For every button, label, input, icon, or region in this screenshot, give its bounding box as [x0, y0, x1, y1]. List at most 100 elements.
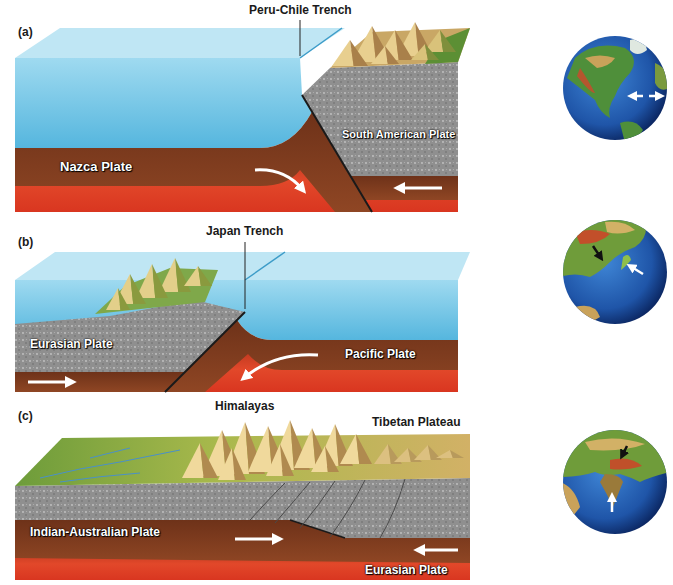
ocean-water	[15, 58, 312, 148]
motion-arrow	[630, 266, 643, 274]
plateau-face	[450, 450, 464, 458]
mountain-face	[425, 44, 439, 60]
plate-label: Eurasian Plate	[365, 564, 448, 577]
motion-arrow	[593, 246, 601, 258]
continent	[570, 306, 600, 323]
panel-letter: (b)	[18, 236, 33, 249]
ice-cap	[630, 39, 647, 54]
continental-crust	[15, 300, 245, 372]
mountain-face	[440, 30, 456, 52]
mountain-face	[311, 446, 328, 472]
mountain-range	[106, 258, 212, 310]
continental-lithosphere	[350, 176, 458, 200]
land-surface	[330, 28, 470, 68]
mountain-face	[200, 443, 218, 478]
mountain-face	[411, 44, 428, 60]
panel-letter: (a)	[18, 26, 33, 39]
mountain-face	[218, 448, 235, 480]
continent-tint	[605, 222, 635, 234]
mountain-face	[280, 444, 294, 476]
oceanic-plate	[15, 112, 372, 212]
motion-arrow	[244, 355, 318, 378]
plate-boundary	[302, 95, 372, 212]
plateau-face	[394, 448, 411, 462]
trench-groove	[245, 252, 285, 280]
mountain-tint	[577, 68, 595, 93]
trench-label: Japan Trench	[206, 225, 283, 238]
plateau-face	[414, 445, 431, 460]
motion-arrow	[631, 95, 643, 98]
mountain-face	[184, 266, 201, 286]
continent	[567, 46, 634, 118]
feature-label: Tibetan Plateau	[372, 416, 460, 429]
plate-boundary	[165, 312, 245, 392]
mountain-face	[106, 288, 120, 310]
fault-lines	[250, 479, 405, 538]
ocean-surface	[15, 252, 470, 280]
motion-arrow	[611, 496, 614, 512]
ocean-surface	[15, 28, 345, 58]
mountain-face	[248, 426, 272, 472]
forest-patch	[425, 28, 470, 64]
mountain-face	[198, 266, 212, 286]
plate-label: Indian-Australian Plate	[30, 526, 160, 539]
continent	[560, 482, 580, 522]
motion-arrow	[255, 170, 303, 190]
mountain-face	[340, 434, 359, 464]
continent-tint	[585, 56, 615, 69]
globe	[560, 427, 670, 534]
mountain-face	[332, 40, 354, 66]
mountain-face	[395, 30, 413, 60]
subduction-block	[15, 242, 470, 392]
plateau-face	[436, 450, 453, 458]
leader-line	[245, 242, 246, 309]
leader-line	[300, 20, 301, 56]
panel-letter: (c)	[18, 410, 33, 423]
rivers	[40, 448, 180, 482]
motion-arrow	[28, 381, 72, 384]
mountain-face	[294, 428, 316, 468]
mountain-face	[232, 448, 246, 480]
mountain-tint	[575, 230, 610, 244]
collision-block	[15, 420, 470, 580]
motion-arrow	[235, 538, 279, 541]
plate-label: Eurasian Plate	[30, 338, 113, 351]
motion-arrow	[649, 95, 661, 98]
mountain-face	[371, 46, 388, 64]
mountain-face	[325, 446, 339, 472]
mountain-face	[118, 288, 130, 310]
motion-arrow	[418, 549, 458, 552]
motion-arrow	[398, 187, 442, 190]
continent	[560, 427, 670, 482]
continent	[655, 63, 669, 90]
continent-tint	[585, 438, 645, 450]
globe	[563, 36, 669, 143]
continent	[560, 217, 646, 277]
island	[621, 255, 631, 270]
continent	[620, 122, 643, 143]
plate-label: Nazca Plate	[60, 160, 132, 174]
trench-label: Peru-Chile Trench	[249, 4, 352, 17]
globe-ocean	[563, 36, 667, 140]
motion-arrow	[622, 446, 627, 456]
subduction-block	[15, 20, 470, 212]
mountain-tint	[610, 458, 642, 469]
mountain-face	[130, 274, 146, 304]
trench-groove	[300, 28, 342, 58]
mountain-face	[152, 264, 168, 298]
continental-crust	[302, 62, 458, 176]
mountain-face	[266, 444, 283, 476]
continental-lithosphere	[15, 372, 185, 392]
mountain-face	[385, 46, 399, 64]
mountain-face	[175, 258, 191, 292]
feature-label: Himalayas	[215, 400, 274, 413]
plate-label: Pacific Plate	[345, 348, 416, 361]
plateau-face	[374, 444, 391, 464]
globe	[560, 217, 667, 324]
mountain-range	[332, 22, 456, 66]
mountain-face	[356, 434, 372, 464]
plate-boundary	[290, 520, 345, 538]
plate-label: South American Plate	[342, 128, 455, 140]
